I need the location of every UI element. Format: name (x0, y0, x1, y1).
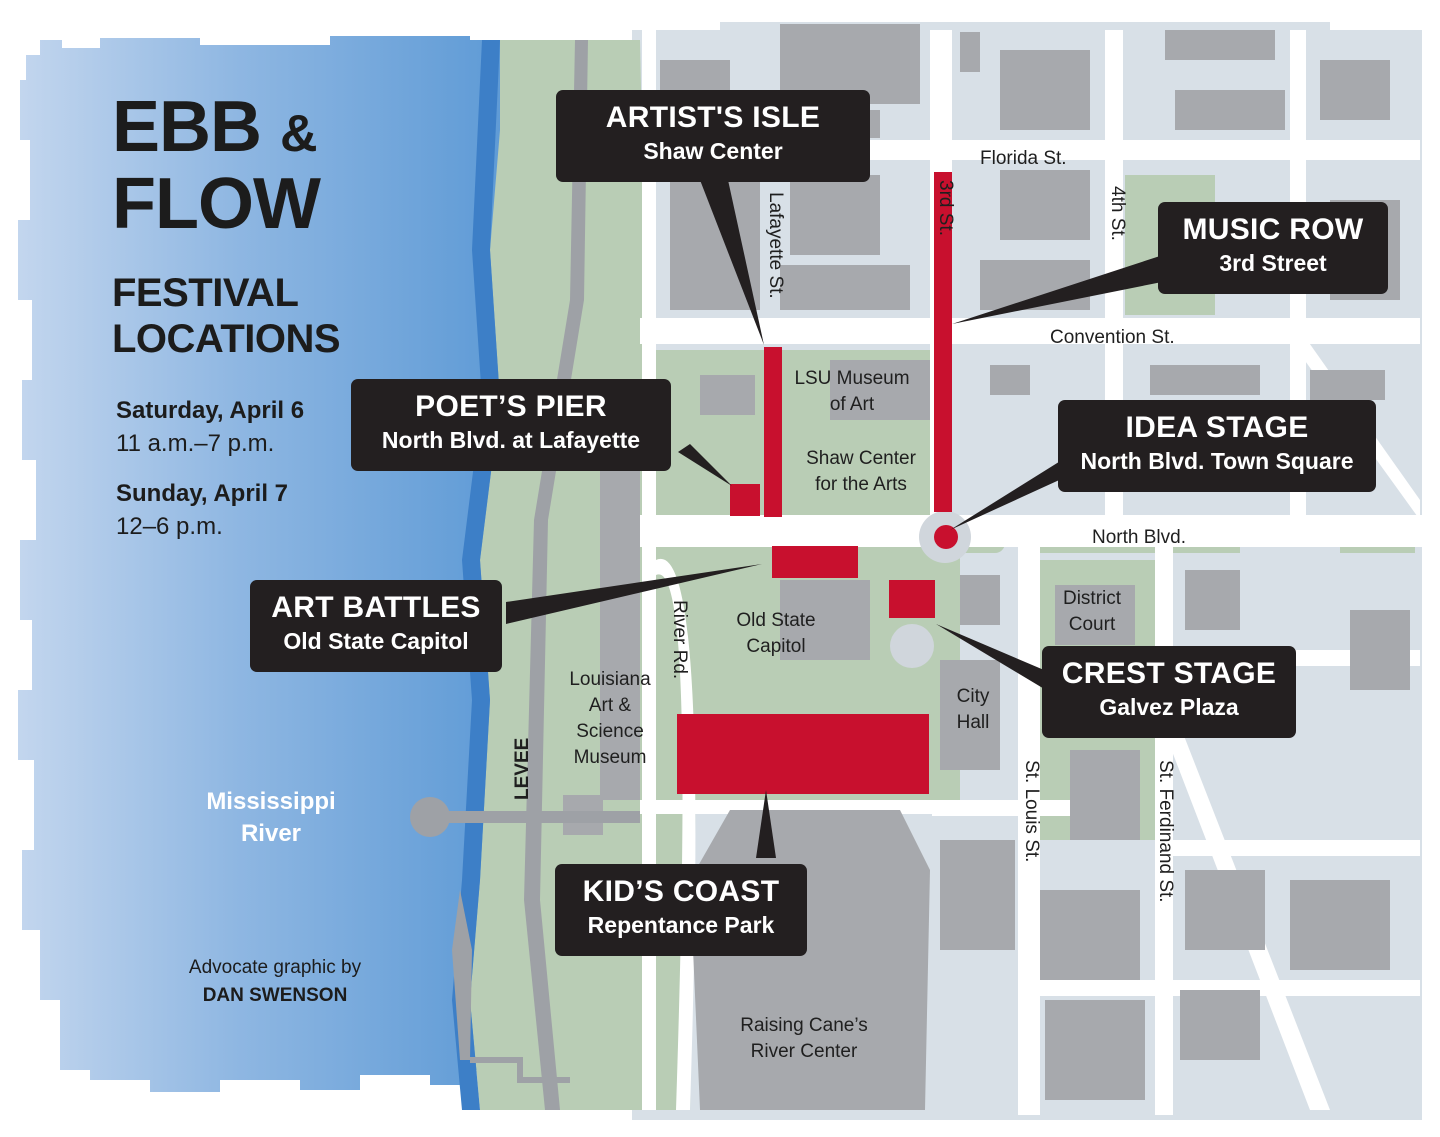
callout-subtitle: Shaw Center (643, 138, 783, 164)
kids-coast-venue (677, 714, 929, 794)
crest-stage-venue (889, 580, 935, 618)
street-st-ferdinand: St. Ferdinand St. (1155, 760, 1176, 903)
callout-artists-isle[interactable]: ARTIST'S ISLE Shaw Center (556, 90, 870, 182)
place-lasm: Louisiana Art & Science Museum (569, 669, 651, 768)
schedule-hours: 12–6 p.m. (116, 513, 223, 540)
subtitle-line1: FESTIVAL (112, 271, 299, 315)
schedule-day: Saturday, April 6 (116, 397, 305, 424)
callout-title: CREST STAGE (1061, 657, 1277, 690)
callout-title: KID’S COAST (582, 875, 780, 908)
street-florida: Florida St. (980, 148, 1067, 169)
callout-poets-pier[interactable]: POET’S PIER North Blvd. at Lafayette (351, 379, 671, 471)
schedule-saturday: Saturday, April 6 11 a.m.–7 p.m. (116, 394, 304, 460)
callout-crest-stage[interactable]: CREST STAGE Galvez Plaza (1042, 646, 1296, 738)
callout-kids-coast[interactable]: KID’S COAST Repentance Park (555, 864, 807, 956)
street-river-rd: River Rd. (669, 600, 690, 680)
river-center-building (690, 810, 930, 1110)
schedule-day: Sunday, April 7 (116, 480, 289, 507)
callout-title: ARTIST'S ISLE (605, 101, 821, 134)
street-north-blvd: North Blvd. (1092, 527, 1186, 548)
callout-subtitle: North Blvd. Town Square (1080, 448, 1354, 474)
place-shaw-center: Shaw Center for the Arts (806, 448, 916, 495)
title-line2: FLOW (112, 164, 321, 244)
schedule-hours: 11 a.m.–7 p.m. (116, 430, 275, 457)
street-levee: LEVEE (512, 737, 533, 800)
place-lsu-museum: LSU Museum of Art (794, 368, 910, 415)
street-third: 3rd St. (935, 180, 956, 236)
callout-subtitle: 3rd Street (1219, 250, 1327, 276)
title-amp: & (280, 105, 318, 163)
buildings (563, 24, 1410, 1100)
place-old-state-capitol: Old State Capitol (736, 610, 816, 657)
art-battles-venue (772, 546, 858, 578)
callout-idea-stage[interactable]: IDEA STAGE North Blvd. Town Square (1058, 400, 1376, 492)
schedule-sunday: Sunday, April 7 12–6 p.m. (116, 477, 288, 543)
callout-subtitle: Repentance Park (587, 912, 775, 938)
callout-music-row[interactable]: MUSIC ROW 3rd Street (1158, 202, 1388, 294)
street-fourth: 4th St. (1107, 186, 1128, 241)
festival-venues (677, 172, 958, 794)
graphic-credit: Advocate graphic by DAN SWENSON (188, 957, 362, 1006)
callout-subtitle: North Blvd. at Lafayette (381, 427, 641, 453)
mississippi-river-area (18, 36, 500, 1092)
music-row-venue (934, 172, 952, 512)
callout-art-battles[interactable]: ART BATTLES Old State Capitol (250, 580, 502, 672)
map-subtitle: FESTIVAL LOCATIONS (112, 270, 341, 362)
place-river-center: Raising Cane’s River Center (740, 1015, 868, 1062)
callout-title: ART BATTLES (271, 591, 481, 624)
place-city-hall: City Hall (956, 686, 990, 733)
subtitle-line2: LOCATIONS (112, 317, 341, 361)
street-convention: Convention St. (1050, 327, 1175, 348)
place-district-court: District Court (1062, 588, 1122, 635)
street-st-louis: St. Louis St. (1021, 760, 1042, 863)
poets-pier-venue (730, 484, 760, 516)
idea-stage-venue (934, 525, 958, 549)
callout-title: POET’S PIER (415, 390, 607, 423)
callout-title: IDEA STAGE (1125, 411, 1309, 444)
river-label: Mississippi River (206, 788, 336, 847)
street-lafayette: Lafayette St. (765, 192, 786, 299)
callout-pointers (506, 180, 1172, 858)
callout-subtitle: Old State Capitol (283, 628, 469, 654)
callout-subtitle: Galvez Plaza (1099, 694, 1239, 720)
artists-isle-venue (764, 347, 782, 517)
map-title: EBB & FLOW (112, 91, 321, 244)
title-line1: EBB (112, 87, 262, 167)
callout-title: MUSIC ROW (1182, 213, 1364, 246)
